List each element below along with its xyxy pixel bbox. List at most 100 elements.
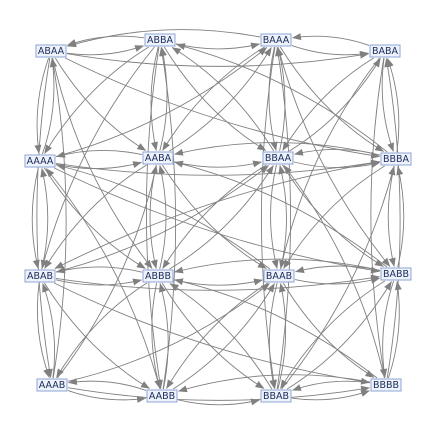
edge-abab-to-aabb	[44, 282, 150, 389]
edge-aaab-to-aaba	[57, 165, 158, 379]
node-label: BBBB	[373, 380, 399, 391]
node-abbb[interactable]: ABBB	[142, 269, 174, 283]
node-baba[interactable]: BABA	[369, 44, 401, 58]
edge-baba-to-bbba	[381, 57, 394, 152]
node-bbba[interactable]: BBBA	[380, 152, 412, 166]
edge-bbba-to-baab	[283, 165, 385, 269]
edge-abba-to-abab	[40, 46, 155, 269]
edge-baaa-to-aaba	[162, 46, 265, 151]
edge-baaa-to-bbaa	[268, 46, 278, 151]
node-box	[35, 44, 67, 58]
edge-bbab-to-bbbb	[291, 390, 370, 401]
node-box	[142, 151, 174, 165]
node-label: BAAB	[266, 271, 292, 282]
edge-bbba-to-abba	[176, 43, 388, 153]
node-aaaa[interactable]: AAAA	[24, 154, 56, 168]
edge-layer	[31, 29, 405, 406]
edge-aabb-to-baab	[172, 283, 275, 390]
node-abba[interactable]: ABBA	[144, 33, 176, 47]
node-label: BBAA	[265, 153, 292, 164]
node-baaa[interactable]: BAAA	[260, 33, 292, 47]
node-aabb[interactable]: AABB	[146, 389, 178, 403]
edge-abbb-to-aaba	[158, 165, 167, 270]
node-box	[369, 44, 401, 58]
edge-aaba-to-baaa	[169, 47, 272, 152]
edge-bbaa-to-bbba	[293, 161, 380, 169]
edge-aaab-to-abab	[42, 283, 56, 379]
node-box	[146, 389, 178, 403]
edge-aabb-to-aaaa	[45, 168, 161, 390]
node-label: BAAA	[263, 35, 290, 46]
node-box	[380, 267, 412, 281]
edge-aaba-to-bbaa	[173, 160, 262, 168]
edge-baba-to-baaa	[292, 33, 370, 46]
node-bbaa[interactable]: BBAA	[262, 151, 294, 165]
edge-bbba-to-baba	[387, 58, 400, 153]
edge-baaa-to-baba	[291, 45, 369, 58]
edge-abab-to-bbbb	[54, 282, 370, 385]
edge-aaaa-to-abbb	[44, 167, 146, 269]
node-aaba[interactable]: AABA	[142, 151, 174, 165]
node-box	[24, 269, 56, 283]
edge-bbaa-to-abba	[171, 47, 275, 152]
edge-bbbb-to-bbab	[292, 380, 371, 391]
edge-baab-to-bbab	[268, 282, 278, 389]
node-box	[260, 33, 292, 47]
edge-bbaa-to-baba	[289, 58, 381, 152]
edge-bbab-to-bbba	[281, 166, 396, 390]
edge-abaa-to-abba	[66, 45, 144, 56]
node-label: ABBA	[147, 35, 174, 46]
edge-aaab-to-bbbb	[67, 385, 370, 401]
node-box	[263, 269, 295, 283]
node-bbbb[interactable]: BBBB	[370, 378, 402, 392]
node-bbab[interactable]: BBAB	[260, 389, 292, 403]
edge-abab-to-bbaa	[55, 165, 269, 273]
node-label: AAAB	[39, 380, 66, 391]
node-abab[interactable]: ABAB	[24, 269, 56, 283]
edge-abbb-to-aaab	[56, 282, 148, 378]
node-box	[260, 389, 292, 403]
node-baab[interactable]: BAAB	[263, 269, 295, 283]
edge-aaaa-to-abab	[31, 167, 40, 269]
edge-babb-to-baab	[295, 265, 381, 273]
edge-baaa-to-bbab	[261, 46, 277, 389]
edge-abab-to-babb	[55, 274, 380, 291]
edge-baaa-to-babb	[277, 46, 391, 267]
edge-abaa-to-abbb	[52, 57, 153, 269]
edge-aabb-to-abbb	[158, 283, 169, 390]
edge-bbbb-to-bbaa	[283, 165, 385, 379]
edge-aaba-to-baab	[162, 164, 267, 269]
edge-abbb-to-bbaa	[169, 165, 274, 270]
edge-baaa-to-abaa	[67, 29, 261, 48]
edge-abba-to-aaaa	[44, 46, 149, 154]
edge-abaa-to-baba	[66, 51, 369, 67]
edge-aaab-to-baab	[67, 283, 270, 382]
edge-baba-to-bbbb	[370, 57, 387, 378]
node-layer: ABAA ABBA BAAA BABA AAAA AABA BBAA BBBA ABAB ABBB…	[24, 33, 412, 403]
edge-babb-to-bbab	[280, 280, 386, 389]
node-abaa[interactable]: ABAA	[35, 44, 67, 58]
node-label: ABAA	[38, 46, 65, 57]
node-box	[370, 378, 402, 392]
edge-abba-to-aaba	[150, 46, 159, 151]
edge-abba-to-aabb	[145, 46, 163, 389]
edge-abaa-to-bbba	[65, 57, 380, 159]
node-aaab[interactable]: AAAB	[36, 378, 68, 392]
edge-aaaa-to-babb	[54, 167, 380, 274]
edge-baba-to-baab	[279, 57, 380, 269]
edge-abab-to-aaaa	[40, 168, 49, 270]
node-babb[interactable]: BABB	[380, 267, 412, 281]
node-label: BABB	[383, 269, 409, 280]
edge-bbab-to-babb	[286, 281, 392, 390]
edge-baba-to-bbaa	[282, 57, 374, 151]
edge-abbb-to-abab	[56, 266, 143, 274]
edge-bbba-to-abab	[54, 161, 381, 269]
edge-abba-to-bbaa	[163, 46, 267, 151]
edge-baab-to-bbaa	[278, 165, 287, 270]
edge-bbaa-to-abbb	[162, 164, 267, 269]
node-label: BABA	[372, 46, 399, 57]
edge-aaba-to-abba	[159, 47, 168, 152]
edge-aabb-to-bbab	[177, 398, 260, 406]
edge-bbaa-to-babb	[282, 164, 384, 267]
